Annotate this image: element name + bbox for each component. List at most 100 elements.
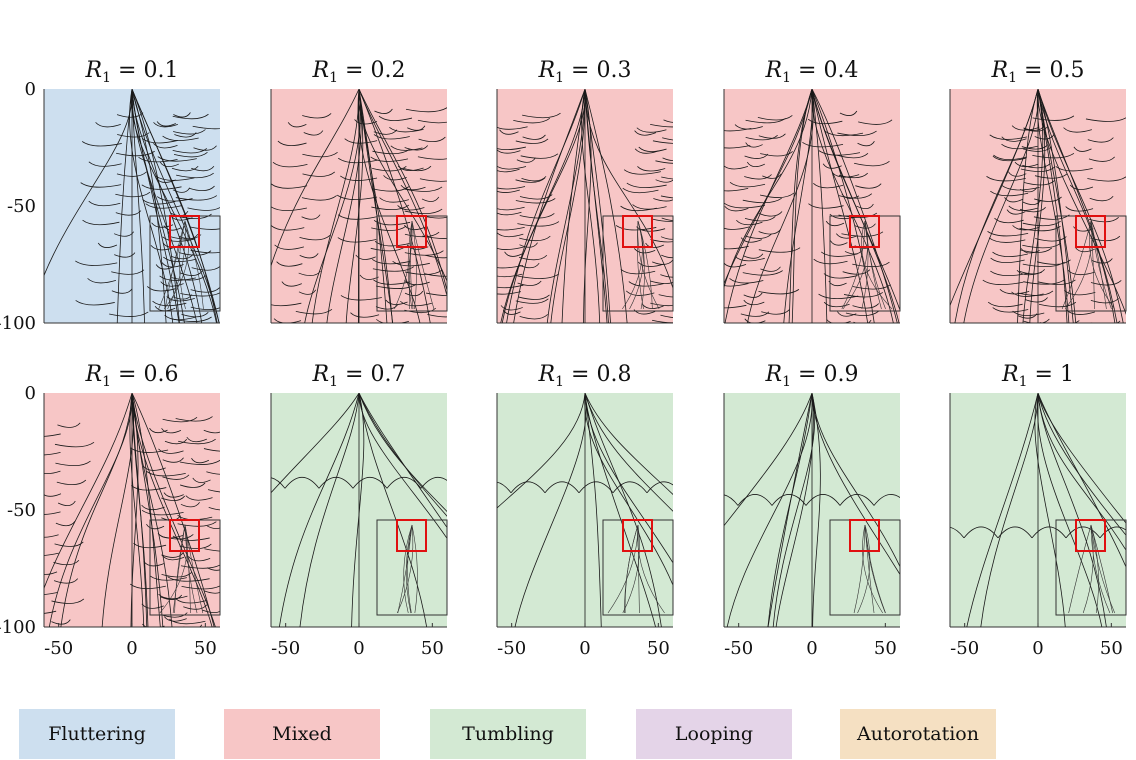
trajectory-path bbox=[811, 89, 900, 312]
trajectory-path bbox=[358, 393, 447, 517]
trajectory-path bbox=[561, 89, 586, 323]
inset-path bbox=[394, 220, 413, 310]
trajectory-path bbox=[131, 89, 145, 323]
inset-path bbox=[179, 220, 186, 310]
inset-trajectories bbox=[841, 220, 893, 310]
trajectory-path bbox=[811, 89, 875, 323]
panel-title: R1 = 0.2 bbox=[312, 58, 406, 86]
trajectory-path bbox=[351, 393, 365, 627]
inset-path bbox=[1090, 524, 1111, 614]
inset-path bbox=[407, 220, 413, 310]
inset-path bbox=[622, 220, 643, 310]
legend-label: Looping bbox=[674, 723, 754, 745]
inset-highlight bbox=[396, 519, 427, 552]
inset-path bbox=[397, 524, 413, 614]
inset-path bbox=[637, 524, 640, 614]
trajectory-path bbox=[304, 89, 361, 323]
inset-highlight bbox=[849, 215, 880, 248]
trajectory-path bbox=[358, 393, 447, 540]
trajectory-path bbox=[767, 393, 813, 627]
inset-trajectories bbox=[394, 220, 435, 310]
trajectory-path bbox=[584, 393, 673, 495]
x-tick-label: 50 bbox=[194, 638, 217, 659]
inset-path bbox=[174, 524, 186, 614]
trajectories bbox=[950, 393, 1126, 627]
inset-trajectories bbox=[607, 524, 665, 614]
trajectory-path bbox=[1037, 89, 1124, 323]
trajectory-path bbox=[724, 89, 813, 323]
inset-path bbox=[158, 220, 186, 310]
inset-trajectories bbox=[622, 220, 660, 310]
trajectory-path bbox=[584, 393, 673, 512]
trajectory-path bbox=[788, 89, 813, 323]
trajectory-path bbox=[1037, 393, 1126, 524]
panel-title: R1 = 0.6 bbox=[85, 362, 179, 390]
trajectory-path bbox=[584, 89, 608, 323]
trajectories bbox=[484, 89, 673, 323]
trajectory-path bbox=[584, 393, 673, 587]
trajectory-path bbox=[783, 89, 813, 323]
trajectory-path bbox=[358, 89, 388, 323]
trajectory-path bbox=[506, 89, 586, 323]
inset-path bbox=[1090, 220, 1107, 310]
inset-path bbox=[842, 220, 868, 310]
x-tick-label: -50 bbox=[497, 638, 526, 659]
inset-path bbox=[403, 524, 413, 614]
trajectory-path bbox=[116, 89, 133, 323]
trajectory-path bbox=[584, 89, 609, 323]
inset-path bbox=[864, 524, 875, 614]
legend-item-looping: Looping bbox=[636, 709, 792, 759]
inset-path bbox=[184, 220, 204, 310]
trajectories bbox=[44, 393, 245, 627]
inset-path bbox=[167, 220, 186, 310]
trajectory-path bbox=[1037, 89, 1074, 323]
legend: Fluttering Mixed Tumbling Looping Autoro… bbox=[0, 709, 1136, 759]
x-tick-label: -50 bbox=[44, 638, 73, 659]
trajectories bbox=[44, 89, 234, 323]
trajectory-path bbox=[131, 89, 185, 323]
legend-item-autorotation: Autorotation bbox=[840, 709, 996, 759]
trajectories bbox=[724, 89, 900, 323]
trajectory-path bbox=[1022, 89, 1044, 323]
trajectory-path bbox=[1037, 89, 1126, 316]
x-tick-label: 50 bbox=[421, 638, 444, 659]
arc-path bbox=[271, 476, 447, 489]
y-tick-label: -100 bbox=[0, 313, 36, 334]
inset-path bbox=[1068, 524, 1092, 614]
x-tick-label: 0 bbox=[806, 638, 817, 659]
trajectory-path bbox=[550, 89, 586, 323]
x-tick-label: -50 bbox=[271, 638, 300, 659]
inset-trajectories bbox=[1068, 524, 1116, 614]
trajectory-path bbox=[811, 89, 828, 323]
trajectory-path bbox=[358, 89, 447, 298]
trajectory-path bbox=[1029, 89, 1046, 323]
panel-title: R1 = 0.8 bbox=[538, 362, 632, 390]
legend-item-mixed: Mixed bbox=[224, 709, 380, 759]
trajectory-path bbox=[584, 393, 662, 627]
trajectory-path bbox=[326, 89, 362, 323]
y-tick-label: -100 bbox=[0, 617, 36, 638]
inset-trajectories bbox=[158, 220, 204, 310]
trajectories bbox=[950, 89, 1126, 323]
x-tick-label: 50 bbox=[647, 638, 670, 659]
legend-label: Tumbling bbox=[462, 723, 554, 745]
x-tick-label: 0 bbox=[1032, 638, 1043, 659]
inset-path bbox=[862, 524, 883, 614]
inset-path bbox=[1090, 220, 1095, 310]
panel: R1 = 0.3 bbox=[484, 58, 674, 324]
inset-highlight bbox=[1075, 519, 1106, 552]
trajectory-path bbox=[791, 89, 813, 323]
trajectory-path bbox=[584, 393, 602, 627]
panel-title: R1 = 0.1 bbox=[85, 58, 179, 86]
inset-highlight bbox=[1075, 215, 1106, 248]
inset-highlight bbox=[622, 215, 653, 248]
trajectory-path bbox=[963, 89, 1039, 323]
x-tick-label: 0 bbox=[353, 638, 364, 659]
inset-path bbox=[1090, 220, 1112, 310]
arc-path bbox=[497, 481, 673, 494]
trajectory-path bbox=[131, 393, 161, 627]
